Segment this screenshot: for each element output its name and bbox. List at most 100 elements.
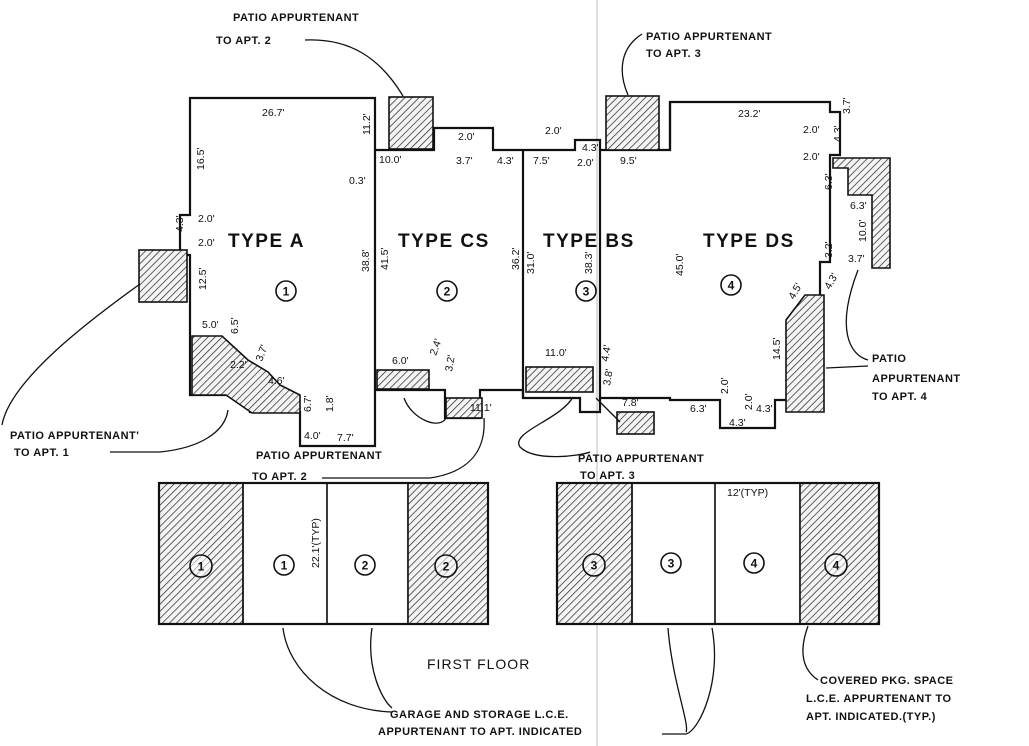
svg-text:3: 3 <box>591 559 598 573</box>
svg-text:12.5': 12.5' <box>197 268 209 290</box>
svg-text:1: 1 <box>198 560 205 574</box>
svg-text:4.3': 4.3' <box>832 125 844 142</box>
svg-text:38.3': 38.3' <box>583 252 595 274</box>
garage-number-4b: 4 <box>824 553 848 577</box>
svg-text:41.5': 41.5' <box>379 248 391 270</box>
garage-number-1b: 1 <box>273 554 295 576</box>
garage-number-1a: 1 <box>189 554 213 578</box>
svg-text:2.0': 2.0' <box>803 124 820 136</box>
svg-text:1.8': 1.8' <box>324 395 336 412</box>
svg-text:4.6': 4.6' <box>268 375 285 387</box>
garage-number-3a: 3 <box>582 553 606 577</box>
svg-text:0.3': 0.3' <box>349 175 366 187</box>
svg-text:6.0': 6.0' <box>392 355 409 367</box>
svg-text:PATIO APPURTENANT': PATIO APPURTENANT' <box>10 430 139 442</box>
svg-text:2: 2 <box>444 285 451 299</box>
covered-pkg-label: COVERED PKG. SPACE L.C.E. APPURTENANT TO… <box>802 625 953 723</box>
svg-text:36.2': 36.2' <box>510 248 522 270</box>
svg-text:4: 4 <box>833 559 840 573</box>
patio-label-apt4: PATIO APPURTENANT TO APT. 4 <box>825 269 961 403</box>
patio-apt4-side <box>832 157 891 269</box>
patio-label-apt3-top: PATIO APPURTENANT TO APT. 3 <box>621 31 772 96</box>
svg-text:3.7': 3.7' <box>254 343 271 363</box>
svg-text:APT. INDICATED.(TYP.): APT. INDICATED.(TYP.) <box>806 711 936 723</box>
svg-text:2.0': 2.0' <box>803 151 820 163</box>
svg-text:4.3': 4.3' <box>822 271 841 291</box>
unit-number-4: 4 <box>720 274 742 296</box>
svg-text:4.3': 4.3' <box>497 155 514 167</box>
svg-text:11.0': 11.0' <box>545 347 567 359</box>
svg-text:7.5': 7.5' <box>533 155 550 167</box>
svg-text:4.3': 4.3' <box>174 215 186 232</box>
building-outline <box>178 96 842 448</box>
svg-text:PATIO APPURTENANT: PATIO APPURTENANT <box>256 450 382 462</box>
svg-text:2.0': 2.0' <box>198 213 215 225</box>
svg-text:4.3': 4.3' <box>729 417 746 429</box>
unit-type-cs: TYPE CS <box>398 231 490 252</box>
patio-label-apt3-bottom: PATIO APPURTENANT TO APT. 3 <box>518 396 704 482</box>
svg-text:GARAGE AND STORAGE L.C.E.: GARAGE AND STORAGE L.C.E. <box>390 709 569 721</box>
svg-text:14.5': 14.5' <box>771 338 783 360</box>
svg-text:3.8': 3.8' <box>601 368 616 386</box>
unit-number-2: 2 <box>436 280 458 302</box>
svg-text:3: 3 <box>583 285 590 299</box>
unit-type-ds: TYPE DS <box>703 231 795 252</box>
svg-text:2.0': 2.0' <box>545 125 562 137</box>
garage-number-3b: 3 <box>660 552 682 574</box>
svg-text:TO APT. 4: TO APT. 4 <box>872 391 928 403</box>
svg-text:2.4': 2.4' <box>428 337 445 357</box>
svg-text:2.0': 2.0' <box>577 157 594 169</box>
svg-text:PATIO: PATIO <box>872 353 906 365</box>
patio-label-apt1: PATIO APPURTENANT' TO APT. 1 <box>1 283 229 459</box>
svg-text:4: 4 <box>751 557 758 571</box>
svg-text:2: 2 <box>443 560 450 574</box>
svg-text:L.C.E. APPURTENANT TO: L.C.E. APPURTENANT TO <box>806 693 952 705</box>
svg-text:31.0': 31.0' <box>525 252 537 274</box>
svg-text:TO APT. 2: TO APT. 2 <box>252 471 307 483</box>
svg-text:3.7': 3.7' <box>848 253 865 265</box>
svg-text:22.1'(TYP): 22.1'(TYP) <box>310 518 322 568</box>
svg-text:APPURTENANT: APPURTENANT <box>872 373 961 385</box>
unit-type-bs: TYPE BS <box>543 231 635 252</box>
svg-text:TO APT. 2: TO APT. 2 <box>216 35 271 47</box>
svg-text:3: 3 <box>668 557 675 571</box>
svg-text:12'(TYP): 12'(TYP) <box>727 487 768 499</box>
svg-text:3.2': 3.2' <box>443 354 458 372</box>
svg-text:2.0': 2.0' <box>458 131 475 143</box>
svg-text:11.2': 11.2' <box>361 113 373 135</box>
unit-type-a: TYPE A <box>228 231 305 252</box>
garage-number-2b: 2 <box>434 554 458 578</box>
garage-block-left: 22.1'(TYP) <box>157 481 490 626</box>
patio-label-apt2-top: PATIO APPURTENANT TO APT. 2 <box>216 12 404 97</box>
svg-text:3.2': 3.2' <box>823 241 835 258</box>
patio-label-apt2-bottom: PATIO APPURTENANT TO APT. 2 <box>252 397 485 483</box>
patio-apt4-long <box>785 294 825 413</box>
patio-apt2-bottom-b <box>445 397 483 419</box>
svg-text:2: 2 <box>362 559 369 573</box>
svg-text:PATIO APPURTENANT: PATIO APPURTENANT <box>233 12 359 24</box>
svg-text:TO APT. 1: TO APT. 1 <box>14 447 69 459</box>
svg-text:3.7': 3.7' <box>456 155 473 167</box>
patio-apt3-bottom-a <box>525 366 594 393</box>
svg-text:2.0': 2.0' <box>719 377 731 394</box>
svg-text:4.4': 4.4' <box>599 344 614 362</box>
svg-text:1: 1 <box>281 559 288 573</box>
svg-text:APPURTENANT TO APT. INDICATED: APPURTENANT TO APT. INDICATED <box>378 726 582 738</box>
svg-text:9.5': 9.5' <box>620 155 637 167</box>
svg-text:10.0': 10.0' <box>379 154 401 166</box>
svg-text:5.0': 5.0' <box>202 319 219 331</box>
svg-text:6.3': 6.3' <box>850 200 867 212</box>
patio-apt3-top <box>605 95 660 151</box>
svg-text:4.3': 4.3' <box>756 403 773 415</box>
svg-text:2.0': 2.0' <box>198 237 215 249</box>
svg-text:6.7': 6.7' <box>302 395 314 412</box>
svg-text:4.3': 4.3' <box>582 142 599 154</box>
garage-number-2a: 2 <box>354 554 376 576</box>
garage-block-right: 12'(TYP) <box>555 481 881 626</box>
unit-number-1: 1 <box>275 280 297 302</box>
svg-text:TO APT. 3: TO APT. 3 <box>646 48 701 60</box>
svg-text:4.0': 4.0' <box>304 430 321 442</box>
svg-text:6.3': 6.3' <box>690 403 707 415</box>
svg-text:3.7': 3.7' <box>841 97 853 114</box>
